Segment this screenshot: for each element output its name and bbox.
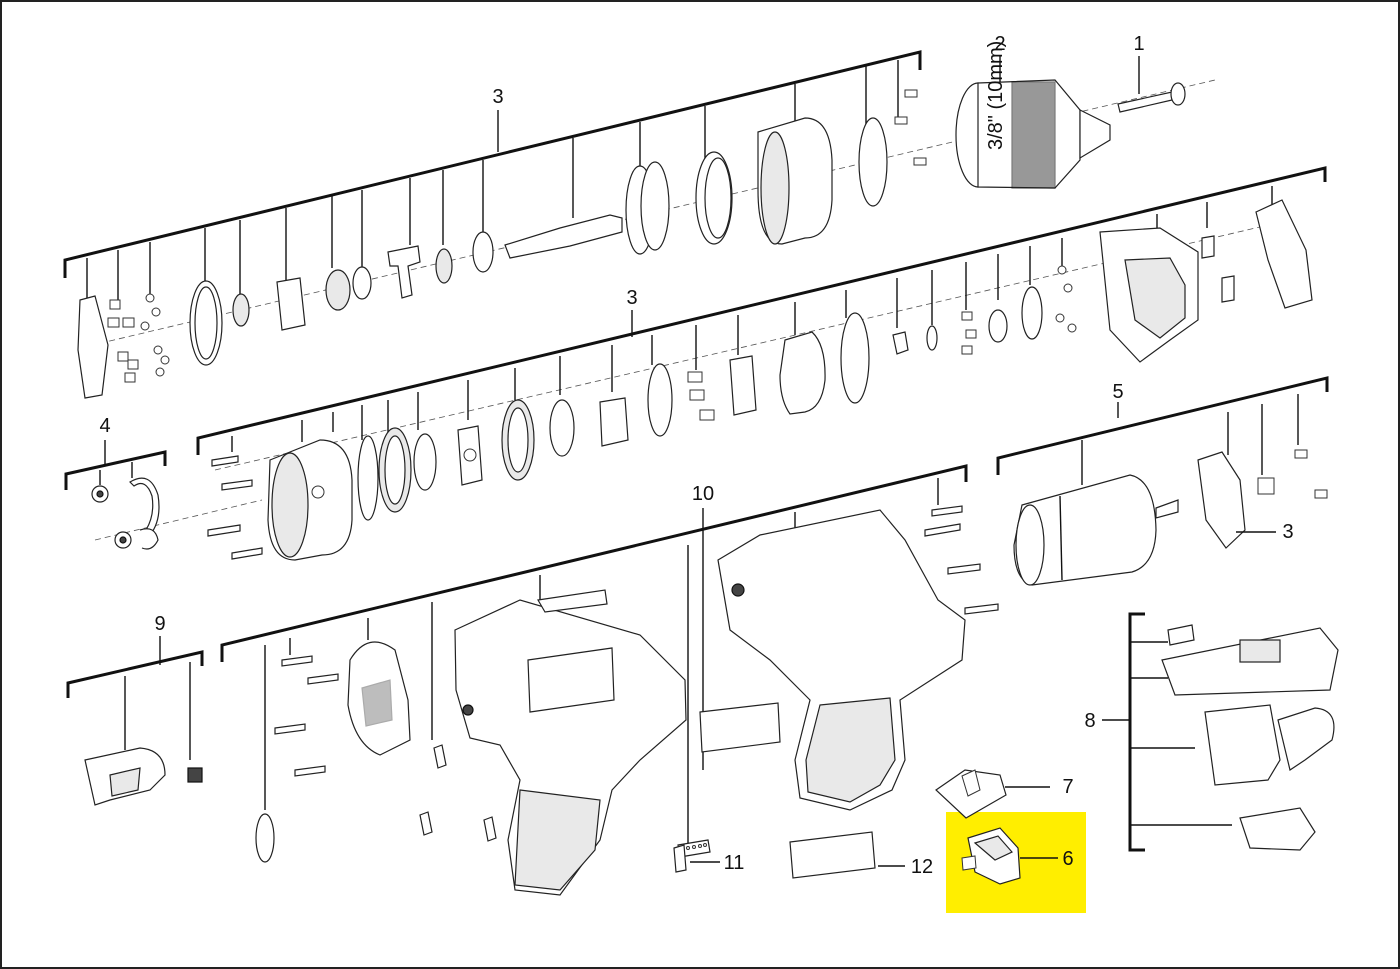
part-5-motor-group xyxy=(996,376,1329,586)
part-12-label xyxy=(789,831,905,879)
part-1-chuck-screw xyxy=(1117,82,1186,113)
bracket-9 xyxy=(66,650,204,698)
label-part-10: 10 xyxy=(692,483,714,505)
part-10-housing-group xyxy=(220,464,999,896)
bracket-10 xyxy=(220,464,968,662)
label-part-8: 8 xyxy=(1084,710,1095,732)
label-part-7: 7 xyxy=(1062,776,1073,798)
right-housing-half xyxy=(717,509,966,811)
part-6-contact xyxy=(961,827,1058,885)
label-part-4: 4 xyxy=(99,415,110,437)
label-part-9: 9 xyxy=(154,613,165,635)
gearbox-group-top xyxy=(63,50,1216,399)
label-part-11: 11 xyxy=(724,852,745,874)
bracket-3-mid xyxy=(196,166,1327,455)
label-part-12: 12 xyxy=(911,856,933,878)
label-part-3-mid: 3 xyxy=(626,287,637,309)
label-part-6: 6 xyxy=(1062,848,1073,870)
label-part-1: 1 xyxy=(1133,33,1144,55)
label-part-5: 5 xyxy=(1112,381,1123,403)
part-4-group xyxy=(64,440,263,550)
part-9-belt-clip-group xyxy=(66,636,204,806)
bracket-3-top xyxy=(63,50,922,278)
label-part-3-top: 3 xyxy=(492,86,503,108)
bracket-5 xyxy=(996,376,1329,475)
bracket-8 xyxy=(1128,612,1145,852)
gearbox-group-middle xyxy=(196,166,1327,561)
label-part-3-motor: 3 xyxy=(1282,521,1293,543)
part-8-switch-group xyxy=(1102,612,1339,852)
label-plate xyxy=(699,702,781,753)
chuck-size-text: 3/8" (10mm) xyxy=(985,41,1007,150)
part-2-keyless-chuck: 3/8" (10mm) xyxy=(955,41,1111,189)
label-part-2: 2 xyxy=(994,33,1005,55)
part-11-clip xyxy=(673,844,720,873)
part-7-cover xyxy=(935,769,1050,819)
